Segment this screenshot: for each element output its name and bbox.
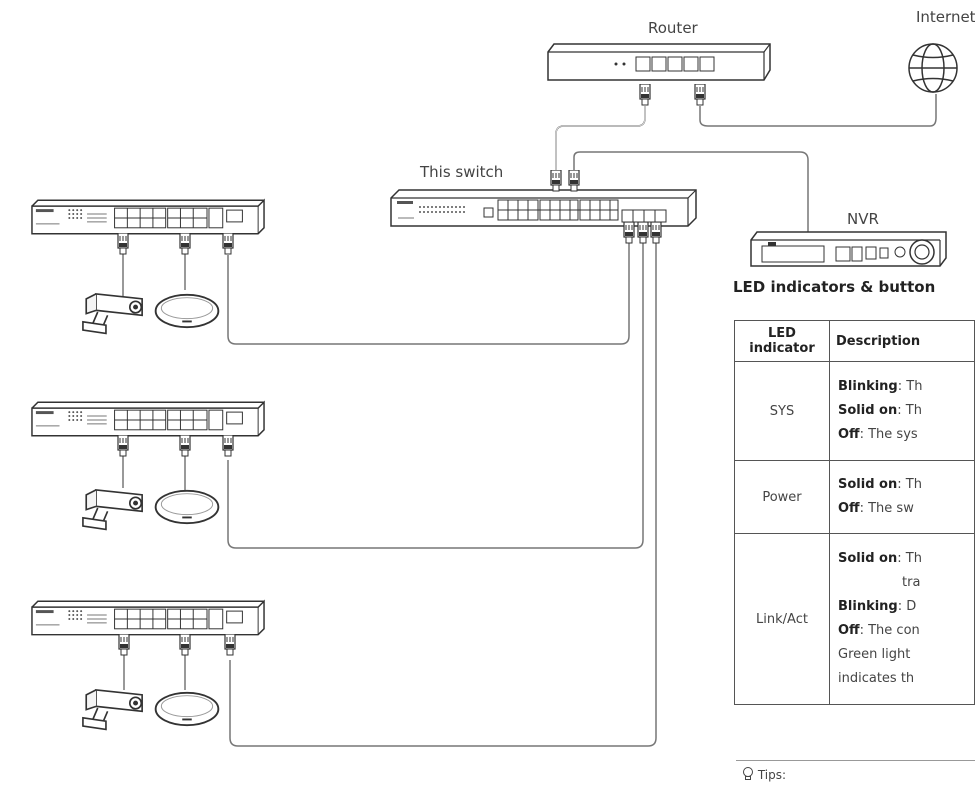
state-text: : The sw — [859, 501, 914, 516]
state-keyword: Solid on — [838, 403, 898, 418]
description-line: tra — [838, 571, 966, 595]
tips-divider — [736, 760, 975, 761]
state-text: : The con — [859, 623, 920, 638]
poe-port-connector-icon — [118, 634, 130, 656]
poe-port-connector-icon — [117, 435, 129, 457]
state-keyword: Off — [838, 427, 860, 442]
ip-camera-icon — [82, 489, 143, 531]
poe-uplink-connector-icon — [224, 634, 236, 656]
description-column-header: Description — [829, 320, 975, 362]
globe-icon — [908, 43, 958, 93]
state-keyword: Solid on — [838, 551, 898, 566]
router-label: Router — [648, 19, 698, 37]
description-line: Off: The sw — [838, 497, 966, 521]
state-text: : Th — [897, 379, 923, 394]
poe-port-connector-icon — [179, 634, 191, 656]
description-line: Solid on: Th — [838, 473, 966, 497]
description-line: Solid on: Th — [838, 547, 966, 571]
state-keyword: Off — [838, 623, 860, 638]
poe-port-connector-icon — [117, 233, 129, 255]
poe-port-connector-icon — [179, 435, 191, 457]
poe-uplink-connector-icon — [222, 435, 234, 457]
access-point-icon — [154, 489, 220, 525]
state-text: tra — [902, 575, 921, 590]
poe-port-connector-icon — [179, 233, 191, 255]
ip-camera-icon — [82, 293, 143, 335]
state-keyword: Off — [838, 501, 860, 516]
description-line: Green light — [838, 643, 966, 667]
led-indicator-name: SYS — [734, 361, 830, 461]
access-point-icon — [154, 293, 220, 329]
ip-camera-icon — [82, 689, 143, 731]
switch-sfp-connector-icon — [623, 222, 635, 244]
state-text: : The sys — [859, 427, 918, 442]
tips-section: Tips: — [742, 767, 786, 782]
switch-uplink-connector-icon — [550, 170, 562, 192]
router-device — [547, 43, 771, 81]
led-indicator-name: Power — [734, 460, 830, 534]
router-lan-connector-icon — [639, 84, 651, 106]
poe-uplink-connector-icon — [222, 233, 234, 255]
state-text: Green light — [838, 647, 911, 662]
nvr-label: NVR — [847, 210, 879, 228]
led-indicator-name: Link/Act — [734, 533, 830, 705]
state-text: : D — [897, 599, 917, 614]
state-text: : Th — [897, 403, 922, 418]
switch-sfp-connector-icon — [650, 222, 662, 244]
nvr-device — [750, 231, 947, 267]
poe-switch-device-2 — [31, 401, 265, 437]
switch-sfp-connector-icon — [637, 222, 649, 244]
state-keyword: Blinking — [838, 599, 898, 614]
indicator-column-header: LED indicator — [734, 320, 830, 362]
tips-label: Tips: — [757, 768, 787, 782]
this-switch-device — [390, 189, 697, 227]
state-keyword: Solid on — [838, 477, 898, 492]
access-point-icon — [154, 691, 220, 727]
router-wan-connector-icon — [694, 84, 706, 106]
internet-label: Internet — [916, 8, 975, 26]
description-line: Blinking: Th — [838, 375, 966, 399]
state-text: : Th — [897, 551, 922, 566]
this-switch-label: This switch — [420, 163, 504, 181]
description-line: indicates th — [838, 667, 966, 691]
led-section-title: LED indicators & button — [733, 278, 936, 296]
description-line: Off: The sys — [838, 423, 966, 447]
state-keyword: Blinking — [838, 379, 898, 394]
switch-nvr-connector-icon — [568, 170, 580, 192]
state-text: indicates th — [838, 671, 915, 686]
description-line: Solid on: Th — [838, 399, 966, 423]
description-line: Off: The con — [838, 619, 966, 643]
state-text: : Th — [897, 477, 922, 492]
network-cables — [122, 94, 937, 747]
poe-switch-device-3 — [31, 600, 265, 636]
lightbulb-icon — [743, 767, 753, 780]
poe-switch-device-1 — [31, 199, 265, 235]
description-line: Blinking: D — [838, 595, 966, 619]
